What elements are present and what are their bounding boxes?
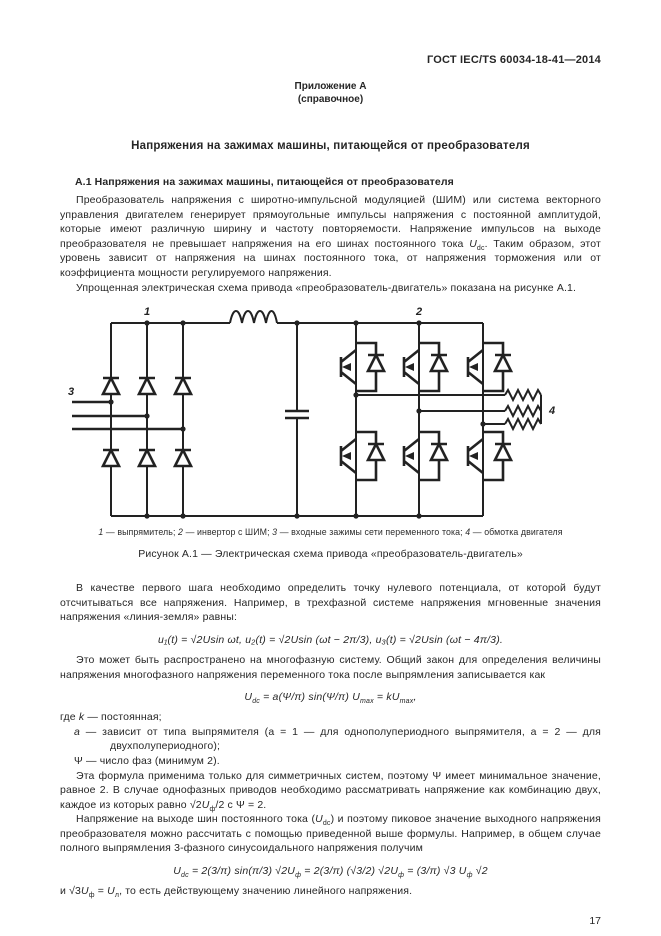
paragraph-1: Преобразователь напряжения с широтно-имп… [60,193,601,281]
figure-title: Рисунок А.1 — Электрическая схема привод… [138,548,523,561]
p6-sub: dc [322,820,331,828]
motor-winding [504,387,542,432]
var-u-sub: dc [476,244,485,252]
f3-body3: = (3/π) √3 [404,865,459,878]
f3-sub: dc [181,872,189,880]
caption-text-4: — обмотка двигателя [470,527,563,538]
junction-dots [144,320,422,519]
f2-sub3: max [399,698,414,706]
paragraph-4: Это может быть распространено на многофа… [60,653,601,681]
paragraph-1-text: Преобразователь напряжения с широтно-имп… [60,194,601,250]
paragraph-6-text: Напряжение на выходе шин постоянного ток… [76,813,316,826]
f2-body2: = k [373,691,392,704]
paragraph-7: и √3Uф = Uл, то есть действующему значен… [60,884,601,899]
figure-ref-2-inverter: 2 [415,306,422,318]
figure-ref-4-winding: 4 [548,405,555,417]
where-psi: Ψ — число фаз (минимум 2). [60,754,601,769]
where-a-symbol: a [74,725,80,738]
f2-var: U [244,691,253,704]
paragraph-7-text2: = [94,885,108,898]
caption-num-3: 3 [272,527,278,538]
f3-var4: U [458,865,467,878]
where-a: a — зависит от типа выпрямителя (a = 1 —… [60,725,601,754]
appendix-kind: (справочное) [297,94,364,105]
f3-sub2: ф [295,872,302,880]
p7-var1: U [81,885,89,898]
page-title: Напряжения на зажимах машины, питающейся… [131,140,530,152]
p7-var2: U [107,885,115,898]
dc-link-capacitor [285,323,309,517]
where-psi-def: — число фаз (минимум 2). [82,754,220,767]
rectifier-bridge [100,323,194,517]
doc-code-header: ГОСТ IEC/TS 60034-18-41—2014 [426,54,601,66]
paragraph-3: В качестве первого шага необходимо опред… [60,582,601,624]
f2-sub: dc [252,698,260,706]
paragraph-6: Напряжение на выходе шин постоянного ток… [60,812,601,856]
paragraph-5-text2: /2 с Ψ = 2. [215,798,267,811]
paragraph-7-text3: , то есть действующему значению линейног… [119,885,413,898]
phase-output-lines [353,392,505,427]
inverter-switches-upper [339,341,514,393]
f2-end: , [413,691,417,704]
paragraph-5: Эта формула применима только для симметр… [60,769,601,813]
f3-var2: U [287,865,296,878]
formula-2: Udc = a(Ψ/π) sin(Ψ/π) Umax = kUmax, [60,691,601,706]
paragraph-2: Упрощенная электрическая схема привода «… [76,281,577,294]
converter-motor-schematic: 1 2 3 4 [68,306,555,519]
rectifier-diodes-lower [100,447,194,468]
inverter-bridge [339,323,514,517]
caption-num-1: 1 [98,527,104,538]
p7-sub2: л [114,892,120,900]
where-k-def: — постоянная; [84,711,162,724]
where-a-def: — зависит от типа выпрямителя (a = 1 — д… [80,725,601,753]
inverter-switches-lower [339,430,514,482]
p5-sub: ф [209,805,216,813]
paragraph-1-text2: . Таким образом, этот уровень зависит от… [60,237,601,279]
section-heading: А.1 Напряжения на зажимах машины, питающ… [75,176,454,188]
where-k: где k — постоянная; [60,710,601,725]
f3-var3: U [390,865,399,878]
var-u: U [469,237,477,250]
caption-text-3: — входные зажимы сети переменного тока; [277,527,466,538]
formula-3: Udc = 2(3/π) sin(π/3) √2Uф = 2(3/π) (√3/… [60,865,601,880]
spacer [60,560,601,581]
page-number: 17 [589,914,601,927]
caption-text-1: — выпрямитель; [103,527,179,538]
paragraph-5-text: Эта формула применима только для симметр… [60,769,601,811]
f2-body: = a(Ψ/π) sin(Ψ/π) [259,691,353,704]
caption-num-4: 4 [465,527,471,538]
figure-ref-1-rectifier: 1 [144,306,150,318]
f3-body: = 2(3/π) sin(π/3) √2 [188,865,288,878]
f3-end: √2 [472,865,488,878]
appendix-label: Приложение А [294,81,367,92]
p5-var: U [201,798,210,811]
f3-var: U [173,865,182,878]
caption-num-2: 2 [178,527,184,538]
f3-sub3: ф [398,872,405,880]
f2-sub2: max [359,698,374,706]
formula-1: u₁(t) = √2Usin ωt, u₂(t) = √2Usin (ωt − … [157,633,504,646]
paragraph-6-text2: ) и поэтому пиковое значение выходного н… [60,813,602,855]
f2-var2: U [352,691,360,704]
where-definitions: где k — постоянная; a — зависит от типа … [60,710,601,768]
f3-sub4: ф [466,872,473,880]
where-psi-symbol: Ψ [74,754,83,767]
p6-var: U [315,813,323,826]
ac-input-terminals [72,399,186,432]
paragraph-7-text: и √3 [60,885,81,898]
figure-caption: 1 — выпрямитель; 2 — инвертор с ШИМ; 3 —… [60,527,601,537]
where-k-symbol: k [78,711,85,724]
where-lead: где [60,711,79,724]
figure-ref-3-ac-input: 3 [68,386,74,398]
f3-body2: = 2(3/π) (√3/2) √2 [301,865,391,878]
f2-var3: U [391,691,400,704]
rectifier-diodes-upper [100,375,194,396]
appendix-block: Приложение А (справочное) [60,80,601,106]
circuit-figure: 1 2 3 4 [60,303,601,525]
caption-text-2: — инвертор с ШИМ; [183,527,273,538]
dc-link-inductor [229,310,278,324]
p7-sub1: ф [88,892,95,900]
